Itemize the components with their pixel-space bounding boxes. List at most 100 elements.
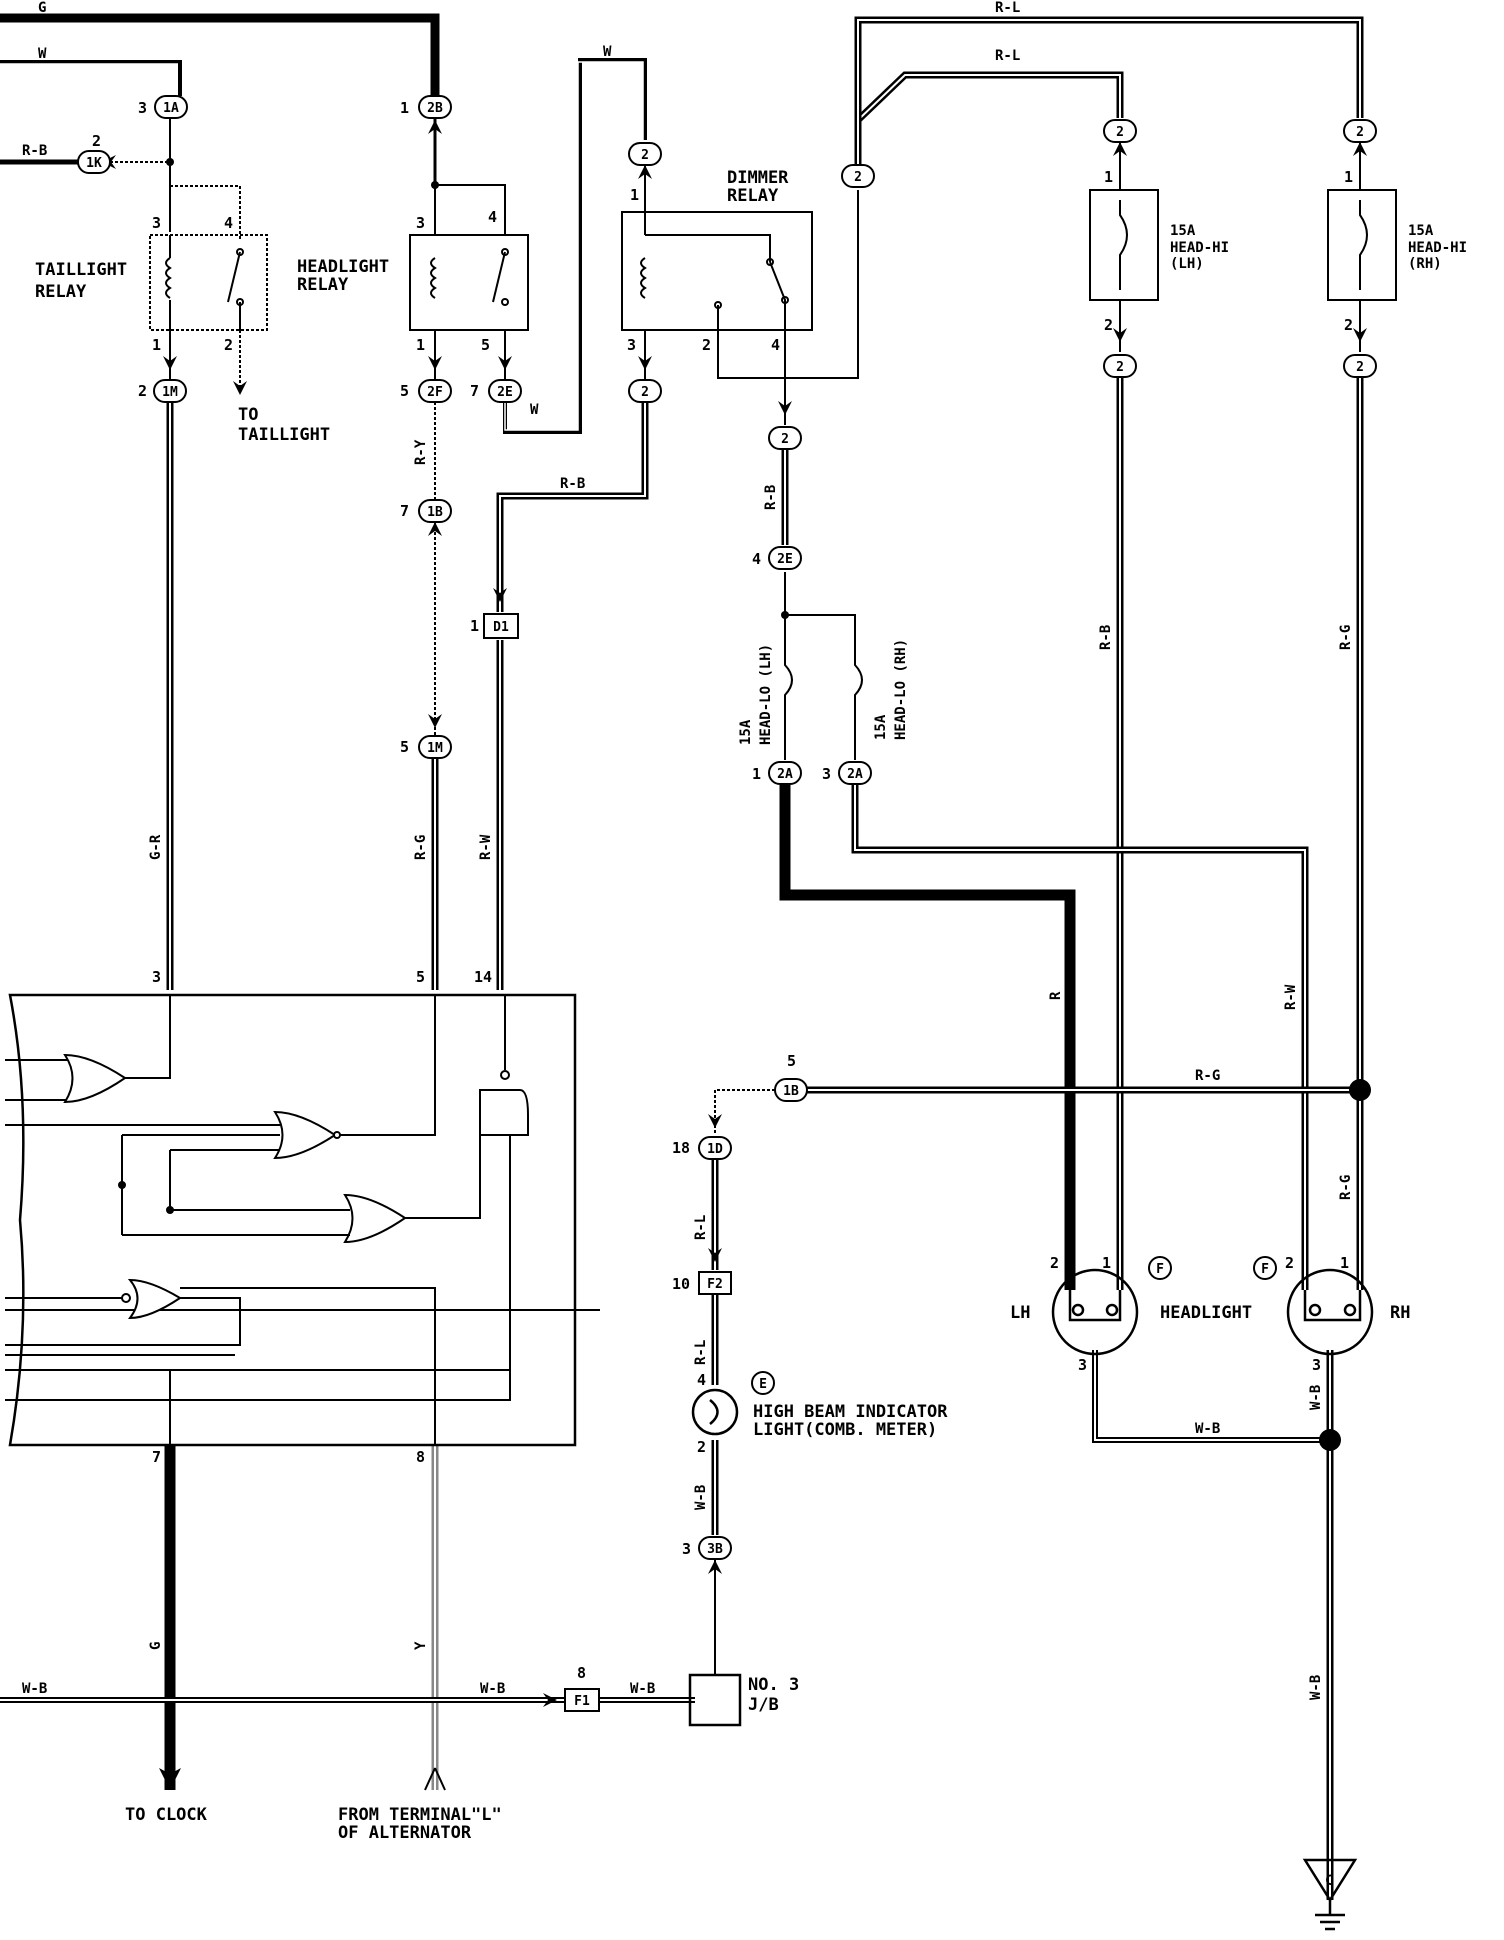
arrowheads <box>102 96 1367 1791</box>
svg-text:1: 1 <box>400 99 409 117</box>
svg-text:3: 3 <box>1078 1356 1087 1374</box>
component-labels: TAILLIGHT RELAY HEADLIGHT RELAY DIMMER R… <box>35 168 1467 1889</box>
connector-2F: 2F <box>418 379 452 403</box>
connector-2E-relay: 2E <box>488 379 522 403</box>
svg-text:R-L: R-L <box>693 1340 709 1365</box>
fuse-hi-lh <box>1089 189 1159 301</box>
svg-text:D1: D1 <box>493 620 509 635</box>
fuse-hi-rh-label-1: 15A <box>1408 223 1434 239</box>
connector-E: E <box>751 1371 775 1395</box>
svg-text:4: 4 <box>752 550 761 568</box>
svg-text:2: 2 <box>1356 360 1364 375</box>
connector-3B: 3B <box>698 1536 732 1560</box>
svg-text:7: 7 <box>470 382 479 400</box>
svg-text:R-W: R-W <box>1283 984 1299 1010</box>
taillight-relay-label-2: RELAY <box>35 282 87 302</box>
svg-text:5: 5 <box>400 738 409 756</box>
svg-text:2: 2 <box>1104 316 1113 334</box>
fuse-lo-rh-label-2: HEAD-LO (RH) <box>893 639 909 740</box>
to-taillight-label-1: TO <box>238 405 258 425</box>
wire-labels: G W R-B W R-L R-L R-Y W R-B R-B G-R R-G … <box>22 0 1354 1700</box>
svg-text:3: 3 <box>152 214 161 232</box>
svg-text:F: F <box>1156 1262 1164 1277</box>
svg-text:E: E <box>759 1377 767 1392</box>
svg-text:1: 1 <box>470 617 479 635</box>
svg-text:W: W <box>38 46 47 62</box>
svg-text:R-L: R-L <box>693 1215 709 1240</box>
svg-text:W-B: W-B <box>22 1681 47 1697</box>
svg-text:2: 2 <box>781 432 789 447</box>
connector-1M-mid: 1M <box>418 735 452 759</box>
connector-F-rh: F <box>1253 1256 1277 1280</box>
svg-text:3: 3 <box>682 1540 691 1558</box>
svg-text:W: W <box>530 402 539 418</box>
connector-D1: D1 <box>483 613 519 639</box>
svg-text:R-G: R-G <box>1195 1068 1220 1084</box>
svg-text:R-B: R-B <box>1098 625 1114 650</box>
connector-F-lh: F <box>1148 1256 1172 1280</box>
svg-text:10: 10 <box>672 1275 690 1293</box>
svg-text:W-B: W-B <box>1195 1421 1220 1437</box>
svg-text:1: 1 <box>1344 168 1353 186</box>
svg-text:R-G: R-G <box>413 835 429 860</box>
svg-text:2B: 2B <box>427 101 443 116</box>
svg-text:2: 2 <box>641 385 649 400</box>
svg-text:3: 3 <box>416 214 425 232</box>
svg-text:1B: 1B <box>427 505 443 520</box>
svg-text:2: 2 <box>702 336 711 354</box>
svg-text:R-B: R-B <box>560 476 585 492</box>
fuse-lo-rh-label-1: 15A <box>873 714 889 740</box>
svg-text:2: 2 <box>854 170 862 185</box>
connector-1D: 1D <box>698 1136 732 1160</box>
connector-1B-left: 1B <box>418 499 452 523</box>
svg-text:2: 2 <box>641 148 649 163</box>
junctions <box>166 158 1371 1451</box>
to-clock-label: TO CLOCK <box>125 1805 208 1825</box>
fuse-lo-lh-label-1: 15A <box>738 719 754 745</box>
svg-text:3: 3 <box>822 765 831 783</box>
svg-text:1: 1 <box>1104 168 1113 186</box>
wires <box>0 13 1364 1900</box>
taillight-relay <box>149 234 268 331</box>
connector-hi-lh-bottom: 2 <box>1103 354 1137 378</box>
lh-label: LH <box>1010 1303 1030 1323</box>
fuse-hi-rh-label-3: (RH) <box>1408 256 1442 272</box>
dimmer-relay <box>621 211 813 331</box>
high-beam-label-2: LIGHT(COMB. METER) <box>753 1420 937 1440</box>
connector-hi-rh-top: 2 <box>1343 119 1377 143</box>
svg-text:8: 8 <box>416 1448 425 1466</box>
svg-text:1D: 1D <box>707 1142 723 1157</box>
svg-text:3: 3 <box>138 99 147 117</box>
svg-text:8: 8 <box>577 1664 586 1682</box>
svg-text:2: 2 <box>92 132 101 150</box>
svg-text:1: 1 <box>630 186 639 204</box>
svg-text:W-B: W-B <box>630 1681 655 1697</box>
logic-gates <box>5 995 600 1445</box>
svg-text:4: 4 <box>224 214 233 232</box>
connector-F1: F1 <box>564 1688 600 1712</box>
svg-text:G-R: G-R <box>148 834 164 860</box>
svg-text:R-L: R-L <box>995 48 1020 64</box>
junction-block-3 <box>688 1673 742 1727</box>
connector-dimmer-side: 2 <box>841 164 875 188</box>
connector-hi-lh-top: 2 <box>1103 119 1137 143</box>
svg-text:W-B: W-B <box>480 1681 505 1697</box>
from-alternator-label-2: OF ALTERNATOR <box>338 1823 472 1843</box>
connector-2A-left: 2A <box>768 761 802 785</box>
svg-text:14: 14 <box>474 968 492 986</box>
svg-text:2: 2 <box>1116 360 1124 375</box>
svg-text:F2: F2 <box>707 1277 723 1292</box>
svg-text:R-L: R-L <box>995 0 1020 16</box>
svg-text:G: G <box>38 0 46 16</box>
svg-text:18: 18 <box>672 1139 690 1157</box>
svg-text:2A: 2A <box>847 767 863 782</box>
svg-text:F1: F1 <box>574 1694 590 1709</box>
svg-text:1: 1 <box>152 336 161 354</box>
svg-text:R-W: R-W <box>478 834 494 860</box>
control-unit <box>8 993 577 1447</box>
svg-text:2: 2 <box>1116 125 1124 140</box>
svg-text:R-G: R-G <box>1338 1175 1354 1200</box>
fuse-hi-lh-label-2: HEAD-HI <box>1170 240 1229 256</box>
svg-text:2: 2 <box>138 382 147 400</box>
